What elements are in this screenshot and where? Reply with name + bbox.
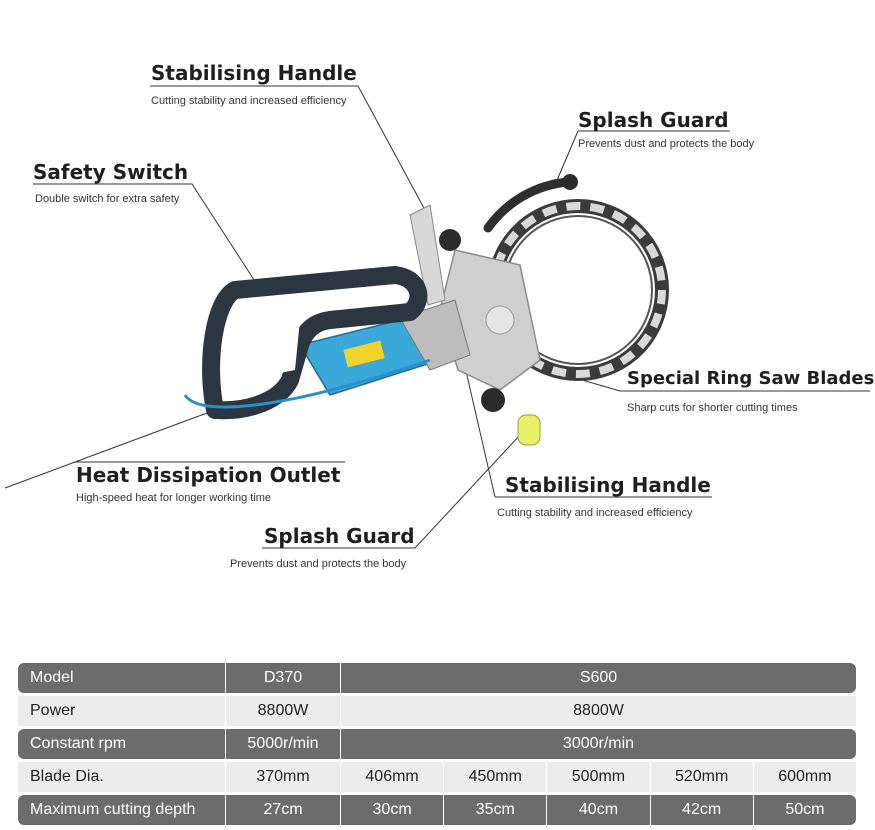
table-cell: 8800W — [225, 696, 340, 726]
rear-handle-shape — [202, 266, 428, 420]
table-cell: D370 — [225, 663, 340, 693]
callout-desc-splash-guard-top: Prevents dust and protects the body — [578, 138, 755, 150]
table-row-power: Power 8800W 8800W — [18, 696, 856, 726]
table-row-rpm: Constant rpm 5000r/min 3000r/min — [18, 729, 856, 759]
table-cell: 50cm — [752, 795, 856, 825]
row-label: Constant rpm — [18, 729, 225, 759]
ring-saw-illustration — [4, 85, 870, 549]
table-cell: 450mm — [443, 762, 547, 792]
table-cell: 500mm — [546, 762, 650, 792]
table-cell: 27cm — [225, 795, 340, 825]
row-label: Blade Dia. — [18, 762, 225, 792]
callout-desc-stabilising-handle-top: Cutting stability and increased efficien… — [151, 95, 347, 107]
table-cell: 8800W — [340, 696, 856, 726]
table-cell: 40cm — [546, 795, 650, 825]
row-label: Maximum cutting depth — [18, 795, 225, 825]
table-cell: 600mm — [752, 762, 856, 792]
table-cell: 30cm — [340, 795, 444, 825]
guide-roller — [517, 414, 541, 446]
callout-desc-splash-guard-bottom: Prevents dust and protects the body — [230, 558, 407, 570]
table-row-model: Model D370 S600 — [18, 663, 856, 693]
callout-title-safety-switch: Safety Switch — [33, 160, 189, 184]
table-cell: S600 — [340, 663, 856, 693]
row-label: Power — [18, 696, 225, 726]
callout-title-splash-guard-bottom: Splash Guard — [264, 524, 415, 548]
table-cell: 5000r/min — [225, 729, 340, 759]
splash-guard-shape — [483, 177, 573, 233]
table-row-cutting-depth: Maximum cutting depth 27cm 30cm 35cm 40c… — [18, 795, 856, 825]
callout-desc-heat-dissipation: High-speed heat for longer working time — [76, 492, 272, 504]
table-cell: 406mm — [340, 762, 444, 792]
callout-desc-stabilising-handle-bottom: Cutting stability and increased efficien… — [497, 507, 693, 519]
table-cell: 42cm — [649, 795, 753, 825]
table-cell: 3000r/min — [340, 729, 856, 759]
row-label: Model — [18, 663, 225, 693]
table-row-blade-dia: Blade Dia. 370mm 406mm 450mm 500mm 520mm… — [18, 762, 856, 792]
callout-desc-ring-saw-blades: Sharp cuts for shorter cutting times — [627, 402, 798, 414]
table-cell: 35cm — [443, 795, 547, 825]
callout-title-stabilising-handle-bottom: Stabilising Handle — [505, 473, 711, 497]
callout-desc-safety-switch: Double switch for extra safety — [35, 193, 180, 205]
callout-title-stabilising-handle-top: Stabilising Handle — [151, 61, 357, 85]
table-cell: 370mm — [225, 762, 340, 792]
table-cell: 520mm — [649, 762, 753, 792]
spec-table: Model D370 S600 Power 8800W 8800W Consta… — [18, 660, 856, 828]
callout-title-ring-saw-blades: Special Ring Saw Blades — [627, 368, 875, 389]
water-hose — [183, 358, 431, 409]
callout-title-heat-dissipation: Heat Dissipation Outlet — [76, 463, 341, 487]
callout-title-splash-guard-top: Splash Guard — [578, 108, 729, 132]
front-handle-shape — [409, 204, 446, 306]
